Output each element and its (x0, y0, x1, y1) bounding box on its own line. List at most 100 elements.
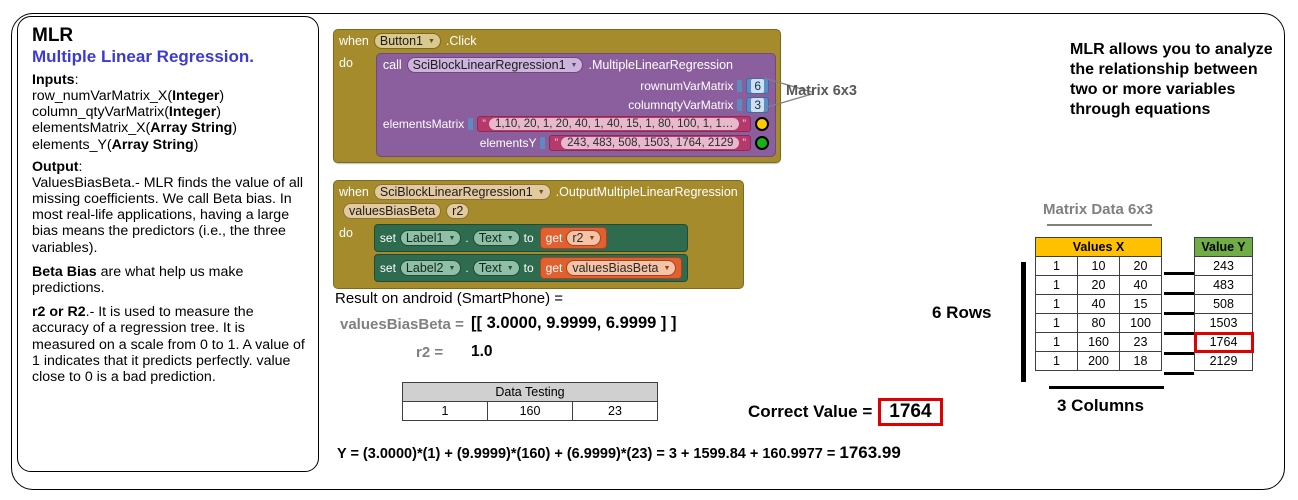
chevron-down-icon[interactable]: ▼ (448, 234, 456, 242)
chevron-down-icon[interactable]: ▼ (506, 264, 514, 272)
arg-label-columnqty: columnqtyVarMatrix (628, 97, 734, 112)
do-row: do call SciBlockLinearRegression1 ▼ .Mul… (339, 51, 777, 157)
do-keyword: do (339, 56, 353, 70)
matrix-title-underline (1047, 224, 1152, 226)
sciblock-dropdown-label: SciBlockLinearRegression1 (412, 58, 566, 72)
beta-bias-heading: Beta Bias (32, 263, 97, 280)
output-heading: Output (32, 158, 79, 175)
block-group-button-click[interactable]: when Button1 ▼ .Click do call SciBlockLi… (333, 29, 782, 163)
sciblock2-dropdown[interactable]: SciBlockLinearRegression1 ▼ (373, 184, 551, 200)
table-row: 1764 (1193, 331, 1254, 353)
param-r2[interactable]: r2 (446, 203, 470, 219)
get-valuesbiasbeta-dropdown[interactable]: valuesBiasBeta ▼ (566, 260, 677, 276)
data-testing-header: Data Testing (402, 382, 658, 402)
when-button1-click-block[interactable]: when Button1 ▼ .Click do call SciBlockLi… (333, 29, 782, 163)
columns-annotation-label: 3 Columns (1057, 396, 1144, 415)
row-connector (1164, 332, 1194, 335)
y-cell-highlighted: 1764 (1193, 331, 1254, 353)
arg-row-columnqty: columnqtyVarMatrix 3 (383, 95, 770, 114)
get-valuesbiasbeta-block[interactable]: get valuesBiasBeta ▼ (539, 257, 683, 279)
value-y-header-row: Value Y (1194, 237, 1253, 257)
arg-label-elementsmatrix: elementsMatrix (382, 116, 465, 131)
call-mlr-block[interactable]: call SciBlockLinearRegression1 ▼ .Multip… (375, 53, 777, 157)
text-property-label-1: Text (478, 231, 502, 245)
button1-dropdown[interactable]: Button1 ▼ (373, 33, 441, 49)
chevron-down-icon[interactable]: ▼ (588, 234, 596, 242)
number-value-rownum: 6 (751, 78, 765, 93)
chevron-down-icon[interactable]: ▼ (448, 264, 456, 272)
call-header-row: call SciBlockLinearRegression1 ▼ .Multip… (383, 57, 769, 73)
chevron-down-icon[interactable]: ▼ (427, 37, 435, 45)
ok-dot-icon[interactable] (755, 135, 770, 150)
table-row: 243 (1194, 256, 1253, 276)
quote-icon: ” (554, 136, 559, 149)
socket-plug (737, 79, 743, 92)
outer-frame (11, 13, 1285, 490)
set-label2-text-block[interactable]: set Label2 ▼ . Text ▼ to get valuesBia (373, 254, 689, 282)
warning-dot-icon[interactable] (755, 116, 770, 131)
x-cell: 18 (1119, 351, 1162, 371)
block-group-output-mlr[interactable]: when SciBlockLinearRegression1 ▼ .Output… (333, 180, 744, 289)
when-output-mlr-block[interactable]: when SciBlockLinearRegression1 ▼ .Output… (333, 180, 744, 289)
get-r2-label: r2 (572, 231, 584, 245)
y-cell: 2129 (1194, 351, 1253, 371)
label1-dropdown-label: Label1 (405, 231, 444, 245)
inputs-colon: : (74, 71, 79, 88)
param-valuesbiasbeta[interactable]: valuesBiasBeta (343, 203, 442, 219)
row-connector (1164, 292, 1194, 295)
label1-dropdown[interactable]: Label1 ▼ (399, 230, 462, 246)
sciblock-dropdown[interactable]: SciBlockLinearRegression1 ▼ (406, 57, 584, 73)
get-r2-block[interactable]: get r2 ▼ (539, 227, 608, 249)
text-value-elementsmatrix[interactable]: 1,10, 20, 1, 20, 40, 1, 40, 15, 1, 80, 1… (488, 117, 740, 130)
chevron-down-icon[interactable]: ▼ (506, 234, 514, 242)
x-cell: 40 (1077, 294, 1120, 314)
rows-bracket-bar (1021, 262, 1026, 382)
quote-icon: ” (482, 117, 486, 130)
matrix-data-title: Matrix Data 6x3 (1043, 201, 1154, 218)
input-line-3: elements_Y(Array String) (32, 136, 199, 153)
dot-separator-1: . (465, 231, 469, 245)
text-block-elementsy[interactable]: ” 243, 483, 508, 1503, 1764, 2129 ” (549, 134, 752, 151)
text-property-dropdown-2[interactable]: Text ▼ (472, 260, 520, 276)
label2-dropdown[interactable]: Label2 ▼ (399, 260, 462, 276)
table-row: 1 10 20 (1035, 256, 1162, 276)
x-cell: 20 (1077, 275, 1120, 295)
data-testing-cell-1: 160 (487, 401, 573, 421)
correct-value-box: 1764 (878, 398, 943, 426)
columns-bracket-bar (1049, 386, 1164, 389)
number-block-rownum[interactable]: 6 (746, 77, 770, 94)
get-valuesbiasbeta-label: valuesBiasBeta (572, 261, 659, 275)
quote-icon: ” (742, 117, 747, 130)
param-r2-label: r2 (452, 204, 464, 218)
table-row: 1503 (1194, 313, 1253, 333)
equation-text: Y = (3.0000)*(1) + (9.9999)*(160) + (6.9… (337, 446, 840, 462)
event-params-row: valuesBiasBeta r2 (343, 203, 738, 219)
r2-result-value: 1.0 (471, 343, 493, 360)
x-cell: 15 (1119, 294, 1162, 314)
inputs-heading: Inputs (32, 71, 75, 88)
socket-plug (468, 117, 474, 130)
chevron-down-icon[interactable]: ▼ (663, 264, 671, 272)
label2-dropdown-label: Label2 (405, 261, 444, 275)
chevron-down-icon[interactable]: ▼ (537, 188, 545, 196)
when2-keyword: when (339, 185, 369, 199)
set-label1-text-block[interactable]: set Label1 ▼ . Text ▼ to get r2 (373, 224, 689, 252)
x-cell: 1 (1035, 332, 1078, 352)
table-row: 1 160 23 (402, 401, 658, 421)
text-block-elementsmatrix[interactable]: ” 1,10, 20, 1, 20, 40, 1, 40, 15, 1, 80,… (477, 115, 752, 132)
get-r2-dropdown[interactable]: r2 ▼ (566, 230, 602, 246)
text-property-dropdown-1[interactable]: Text ▼ (472, 230, 520, 246)
table-row: 1 200 18 (1035, 351, 1162, 371)
page-subtitle: Multiple Linear Regression. (32, 47, 254, 67)
arg-row-elementsmatrix: elementsMatrix ” 1,10, 20, 1, 20, 40, 1,… (382, 114, 770, 133)
text-value-elementsy[interactable]: 243, 483, 508, 1503, 1764, 2129 (561, 136, 740, 149)
values-x-header: Values X (1035, 237, 1162, 257)
row-connector (1164, 372, 1194, 375)
when2-header-row: when SciBlockLinearRegression1 ▼ .Output… (339, 184, 738, 200)
chevron-down-icon[interactable]: ▼ (570, 61, 578, 69)
x-cell: 1 (1035, 275, 1078, 295)
number-block-columnqty[interactable]: 3 (746, 96, 770, 113)
x-cell: 1 (1035, 313, 1078, 333)
beta-bias-section: Beta Bias are what help us make predicti… (32, 264, 308, 296)
table-row: 1 80 100 (1035, 313, 1162, 333)
